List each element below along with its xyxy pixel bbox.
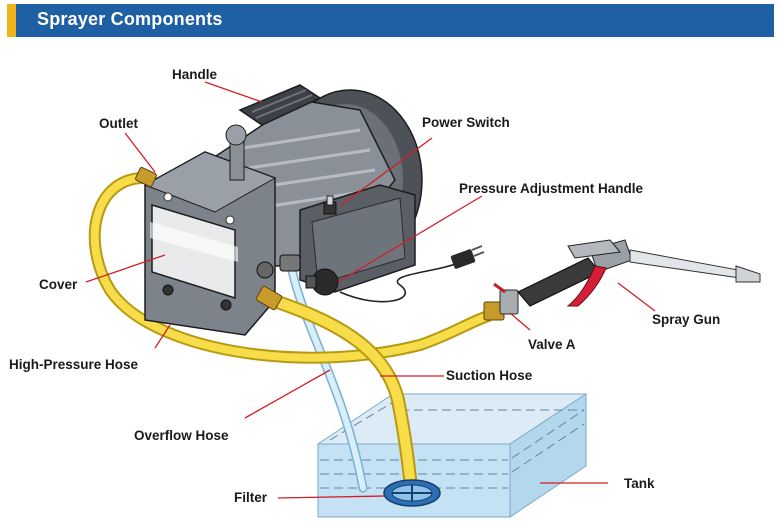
page-title: Sprayer Components: [37, 9, 223, 29]
suction-hose-label: Suction Hose: [446, 368, 533, 383]
valve-a-label: Valve A: [528, 337, 576, 352]
outlet-fitting: [135, 167, 157, 187]
outlet-label: Outlet: [99, 116, 138, 131]
overflow-hose: [287, 265, 368, 493]
pressure-adjustment-handle-label: Pressure Adjustment Handle: [459, 181, 644, 196]
filter: [383, 479, 441, 507]
suction-fitting: [255, 285, 283, 311]
spray-gun-label: Spray Gun: [652, 312, 721, 327]
handle-label: Handle: [172, 67, 218, 82]
high-pressure-hose: [88, 171, 494, 364]
high-pressure-hose-label: High-Pressure Hose: [9, 357, 139, 372]
valve-a: [483, 282, 519, 321]
title-bar: [7, 4, 774, 37]
filter-label: Filter: [234, 490, 268, 505]
overflow-hose-label: Overflow Hose: [134, 428, 229, 443]
power-switch-label: Power Switch: [422, 115, 510, 130]
spray-gun: [517, 239, 761, 307]
suction-hose: [265, 293, 417, 485]
tank: [316, 393, 588, 518]
tank-label: Tank: [624, 476, 655, 491]
power-cord: [339, 245, 485, 303]
title-accent-bar: [7, 4, 16, 37]
cover-label: Cover: [39, 277, 78, 292]
leader-lines: [85, 81, 656, 499]
handle: [225, 84, 322, 181]
